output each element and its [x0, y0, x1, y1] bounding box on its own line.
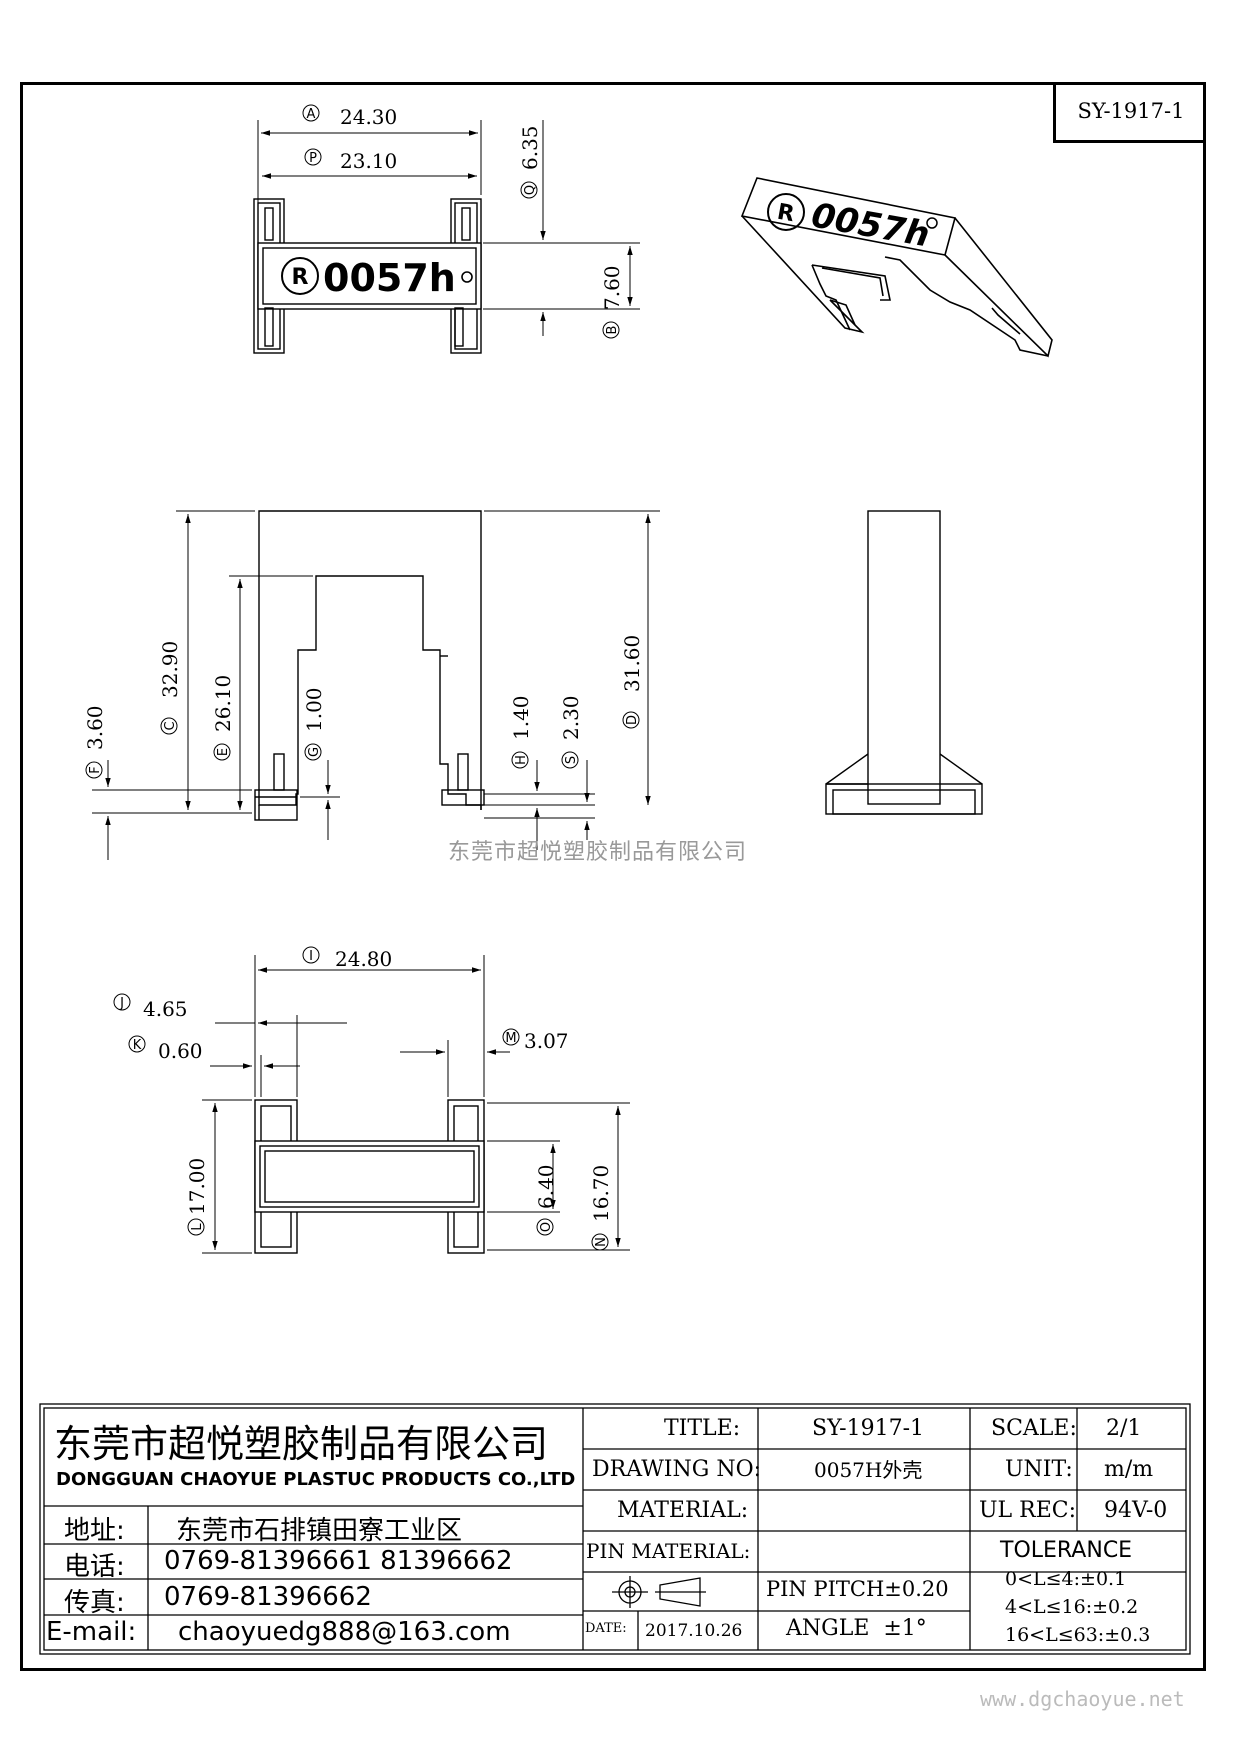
- fax-value: 0769-81396662: [164, 1582, 372, 1612]
- dim-letter-K: K: [133, 1038, 142, 1053]
- dim-E-value: 26.10: [211, 675, 235, 732]
- date-value: 2017.10.26: [645, 1621, 743, 1641]
- email-value[interactable]: chaoyuedg888@163.com: [178, 1617, 511, 1647]
- dim-letter-M: M: [505, 1031, 516, 1046]
- watermark-text: 东莞市超悦塑胶制品有限公司: [448, 840, 748, 865]
- tolerance-label: TOLERANCE: [1000, 1538, 1133, 1563]
- dim-letter-H: H: [514, 755, 529, 765]
- scale-value: 2/1: [1106, 1416, 1142, 1441]
- dim-B-value: 7.60: [600, 265, 624, 310]
- phone-label: 电话:: [64, 1552, 125, 1582]
- dim-O-value: 6.40: [534, 1164, 558, 1209]
- dim-letter-D: D: [625, 715, 640, 725]
- dim-F-value: 3.60: [83, 705, 107, 750]
- drawing-no-label: DRAWING NO:: [592, 1457, 762, 1482]
- dim-D-value: 31.60: [620, 635, 644, 692]
- title-label: TITLE:: [664, 1416, 741, 1441]
- unit-value: m/m: [1104, 1457, 1154, 1482]
- scale-label: SCALE:: [991, 1416, 1077, 1441]
- dim-letter-Q: Q: [523, 185, 538, 195]
- front-view: [254, 510, 485, 821]
- dim-G-value: 1.00: [302, 687, 326, 732]
- side-view: [825, 510, 983, 815]
- dim-H-value: 1.40: [509, 695, 533, 740]
- iso-registered-mark: R: [775, 200, 796, 228]
- tolerance-line-3: 16<L≤63:±0.3: [1005, 1624, 1151, 1646]
- dim-N-value: 16.70: [589, 1165, 613, 1222]
- dim-letter-S: S: [564, 756, 579, 764]
- company-name-en: DONGGUAN CHAOYUE PLASTUC PRODUCTS CO.,LT…: [56, 1469, 576, 1490]
- drawing-code-box: SY-1917-1: [1053, 82, 1206, 143]
- dim-letter-L: L: [190, 1223, 205, 1231]
- iso-marking-text: 0057h: [808, 195, 932, 255]
- dim-L-value: 17.00: [185, 1158, 209, 1215]
- top-view: [253, 198, 482, 354]
- date-label: DATE:: [585, 1621, 627, 1636]
- dim-I-value: 24.80: [335, 947, 392, 971]
- address-value: 东莞市石排镇田寮工业区: [176, 1516, 463, 1546]
- material-label: MATERIAL:: [617, 1498, 749, 1523]
- dim-M-value: 3.07: [524, 1029, 569, 1053]
- title-value: SY-1917-1: [812, 1416, 925, 1441]
- isometric-view: [740, 177, 1053, 358]
- registered-mark: R: [292, 265, 309, 290]
- part-marking-text: 0057h: [323, 256, 456, 300]
- unit-label: UNIT:: [1005, 1457, 1073, 1482]
- company-name-cn: 东莞市超悦塑胶制品有限公司: [54, 1422, 549, 1466]
- phone-value: 0769-81396661 81396662: [164, 1546, 513, 1576]
- projection-symbol: [612, 1576, 706, 1608]
- dim-letter-I: I: [309, 949, 313, 964]
- tolerance-line-2: 4<L≤16:±0.2: [1005, 1596, 1139, 1618]
- dim-letter-A: A: [307, 107, 316, 122]
- dim-letter-B: B: [605, 326, 620, 335]
- ul-rec-label: UL REC:: [979, 1498, 1077, 1523]
- dim-letter-O: O: [539, 1222, 554, 1232]
- tolerance-line-1: 0<L≤4:±0.1: [1005, 1568, 1127, 1590]
- pin-pitch-tolerance: PIN PITCH±0.20: [766, 1577, 949, 1601]
- angle-tolerance: ANGLE ±1°: [786, 1616, 927, 1641]
- dim-letter-C: C: [163, 721, 178, 730]
- address-label: 地址:: [64, 1516, 125, 1546]
- fax-label: 传真:: [64, 1588, 125, 1618]
- dim-S-value: 2.30: [559, 695, 583, 740]
- dim-letter-P: P: [309, 151, 317, 166]
- dim-letter-G: G: [307, 747, 322, 757]
- dim-J-value: 4.65: [143, 997, 188, 1021]
- dim-letter-J: J: [119, 996, 124, 1011]
- drawing-no-value: 0057H外壳: [814, 1458, 923, 1482]
- drawing-frame: [20, 82, 1206, 1671]
- dim-letter-N: N: [594, 1237, 609, 1247]
- dim-letter-E: E: [216, 748, 231, 756]
- drawing-code: SY-1917-1: [1077, 99, 1185, 123]
- ul-rec-value: 94V-0: [1104, 1498, 1168, 1523]
- dim-C-value: 32.90: [158, 641, 182, 698]
- website-url[interactable]: www.dgchaoyue.net: [980, 1687, 1185, 1711]
- dim-P-value: 23.10: [340, 149, 397, 173]
- dim-letter-F: F: [88, 766, 103, 773]
- dim-A-value: 24.30: [340, 105, 397, 129]
- title-block-grid: [39, 1403, 1191, 1655]
- bottom-view: [254, 1099, 485, 1254]
- dim-K-value: 0.60: [158, 1039, 203, 1063]
- dim-Q-value: 6.35: [518, 125, 542, 170]
- pin-material-label: PIN MATERIAL:: [586, 1539, 751, 1563]
- email-label: E-mail:: [46, 1617, 137, 1647]
